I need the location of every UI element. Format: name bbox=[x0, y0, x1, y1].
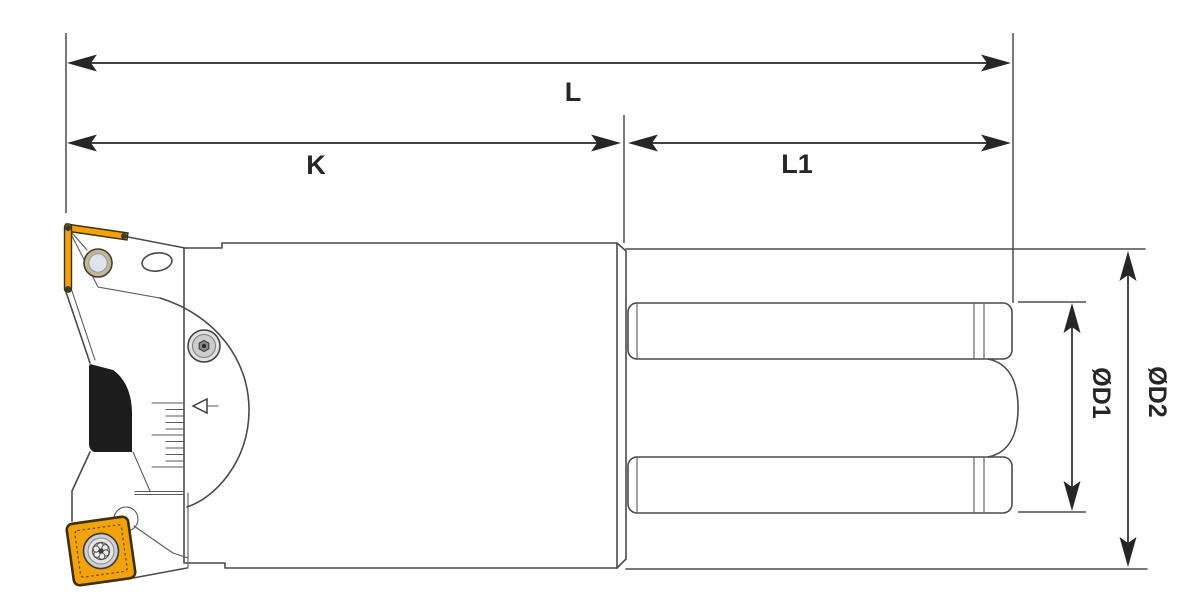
shank-band-bottom bbox=[627, 456, 1013, 514]
head-cylinder-arc bbox=[159, 297, 250, 508]
label-K: K bbox=[306, 150, 326, 180]
flute-edge bbox=[71, 290, 96, 361]
clamp-screw-top bbox=[83, 248, 113, 278]
dimension-K: K bbox=[67, 134, 621, 180]
shank bbox=[625, 248, 1148, 570]
band-outline bbox=[627, 302, 1013, 360]
chip-pocket bbox=[89, 364, 132, 452]
label-L1: L1 bbox=[781, 149, 813, 179]
label-D2: ØD2 bbox=[1143, 366, 1171, 417]
arrowhead-right-icon bbox=[981, 54, 1011, 72]
head-top-edge bbox=[127, 236, 186, 249]
body-top-edge bbox=[184, 242, 618, 249]
dimension-D1: ØD1 bbox=[1063, 303, 1115, 511]
arrowhead-left-icon bbox=[67, 134, 97, 152]
shank-band-top bbox=[627, 302, 1013, 360]
scale-minor-ticks bbox=[165, 408, 185, 462]
arrowhead-up-icon bbox=[1119, 251, 1137, 281]
head-lower-left-edge bbox=[71, 451, 91, 522]
screw-hex-center bbox=[201, 343, 207, 349]
dimension-D2: ØD2 bbox=[1119, 251, 1171, 567]
scale-major-ticks bbox=[151, 402, 185, 468]
label-L: L bbox=[565, 77, 582, 107]
pocket-step-lines bbox=[134, 490, 185, 496]
insert-screw bbox=[82, 532, 120, 570]
arrowhead-down-icon bbox=[1063, 481, 1081, 511]
torx-socket-icon bbox=[92, 542, 110, 560]
scale-pointer-icon bbox=[191, 397, 208, 415]
head-left-edge bbox=[65, 291, 91, 364]
insert-top bbox=[63, 223, 129, 293]
depth-scale bbox=[151, 397, 219, 468]
insert-corner-dot bbox=[65, 286, 71, 292]
label-D1: ØD1 bbox=[1087, 367, 1115, 419]
extension-lines bbox=[65, 33, 1086, 513]
cutter-head bbox=[63, 223, 250, 587]
screw-center bbox=[88, 253, 108, 273]
insert-front-edge bbox=[63, 223, 73, 293]
dimension-L: L bbox=[67, 54, 1011, 107]
insert-corner-dot bbox=[121, 233, 127, 239]
pocket-corner-line bbox=[71, 232, 88, 251]
arrowhead-right-icon bbox=[591, 134, 621, 152]
insert-pocket-edge bbox=[133, 525, 189, 559]
band-end-lines bbox=[636, 303, 985, 359]
dimension-L1: L1 bbox=[628, 134, 1011, 179]
tool-body bbox=[183, 242, 627, 569]
arrowhead-up-icon bbox=[1063, 303, 1081, 333]
arrowhead-right-icon bbox=[981, 134, 1011, 152]
band-outline bbox=[627, 456, 1013, 514]
insert-inner-border bbox=[74, 524, 128, 578]
coolant-hole bbox=[141, 252, 173, 272]
arrowhead-left-icon bbox=[67, 54, 97, 72]
pocket-lower-line bbox=[132, 451, 151, 492]
insert-top-edge bbox=[65, 223, 129, 241]
insert-corner-dot bbox=[65, 225, 71, 231]
insert-pocket-top bbox=[70, 233, 161, 299]
arrowhead-left-icon bbox=[628, 134, 658, 152]
band-end-lines bbox=[636, 457, 985, 513]
clamp-screw-mid bbox=[187, 329, 221, 363]
insert-bottom bbox=[65, 515, 137, 587]
body-bottom-edge bbox=[184, 562, 618, 569]
head-bottom-edge bbox=[132, 567, 188, 579]
arrowhead-down-icon bbox=[1119, 537, 1137, 567]
body-end-chamfer bbox=[616, 242, 627, 569]
shank-end-bulge bbox=[987, 358, 1019, 458]
